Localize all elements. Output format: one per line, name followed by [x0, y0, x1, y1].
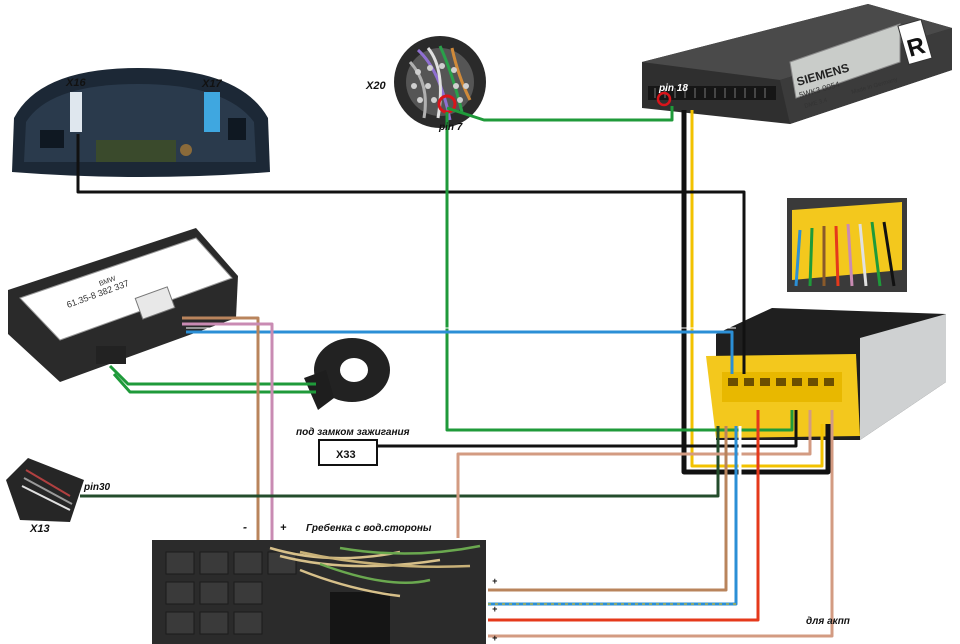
- label-minus: -: [243, 520, 247, 534]
- wire-green-pin18-pin7: [446, 106, 674, 122]
- label-x33: X33: [336, 449, 356, 461]
- label-pin18: pin 18: [658, 83, 688, 94]
- ecu-module: R SIEMENS 5WK3 0054 DME 3.4 Made in Germ…: [642, 4, 952, 124]
- wire-green-pin7-tcu: [445, 112, 794, 432]
- connector-closeup: [787, 198, 907, 292]
- wire-blue-module: [186, 330, 734, 374]
- wire-black-cluster: [76, 134, 746, 374]
- label-plus-bottom-3: +: [492, 633, 498, 643]
- instrument-cluster: [12, 68, 270, 177]
- wire-white-bottom: [488, 426, 742, 602]
- label-for-akpp: для акпп: [806, 616, 850, 627]
- transmission-module: [706, 308, 946, 440]
- connector-x13: [6, 458, 84, 522]
- wire-brown-comb: [182, 316, 260, 540]
- label-plus: +: [280, 522, 287, 534]
- label-x20: X20: [365, 80, 386, 92]
- wire-black-x33: [378, 410, 798, 448]
- wire-green-ignition-2: [112, 373, 316, 394]
- wire-green-ignition-1: [108, 364, 316, 386]
- ignition-ring: [304, 338, 390, 410]
- wire-pink-comb: [182, 322, 274, 540]
- wire-black-ecu-loop: [681, 110, 831, 475]
- wires: [76, 106, 834, 638]
- connector-x20: [394, 36, 486, 128]
- label-pin7: pin 7: [438, 122, 463, 133]
- wire-pink-bottom: [488, 410, 834, 638]
- wire-darkgreen-pin30: [80, 426, 720, 498]
- x33-box: [318, 439, 378, 466]
- label-plus-bottom-1: +: [492, 576, 498, 586]
- wire-brown-bottom: [488, 426, 728, 592]
- light-module: 61.35-8 382 337 BMW: [8, 228, 238, 382]
- label-x13: X13: [29, 523, 50, 535]
- wire-brown-comb-up: [456, 410, 812, 538]
- label-x17: X17: [201, 78, 222, 90]
- wire-red-bottom: [488, 410, 760, 622]
- label-plus-bottom-2: +: [492, 604, 498, 614]
- label-under-ignition: под замком зажигания: [296, 427, 410, 438]
- label-comb: Гребенка с вод.стороны: [306, 522, 432, 534]
- label-x16: X16: [65, 77, 86, 89]
- comb-panel: [152, 540, 486, 644]
- label-pin30: pin30: [83, 482, 111, 493]
- pin18-marker: [656, 91, 672, 107]
